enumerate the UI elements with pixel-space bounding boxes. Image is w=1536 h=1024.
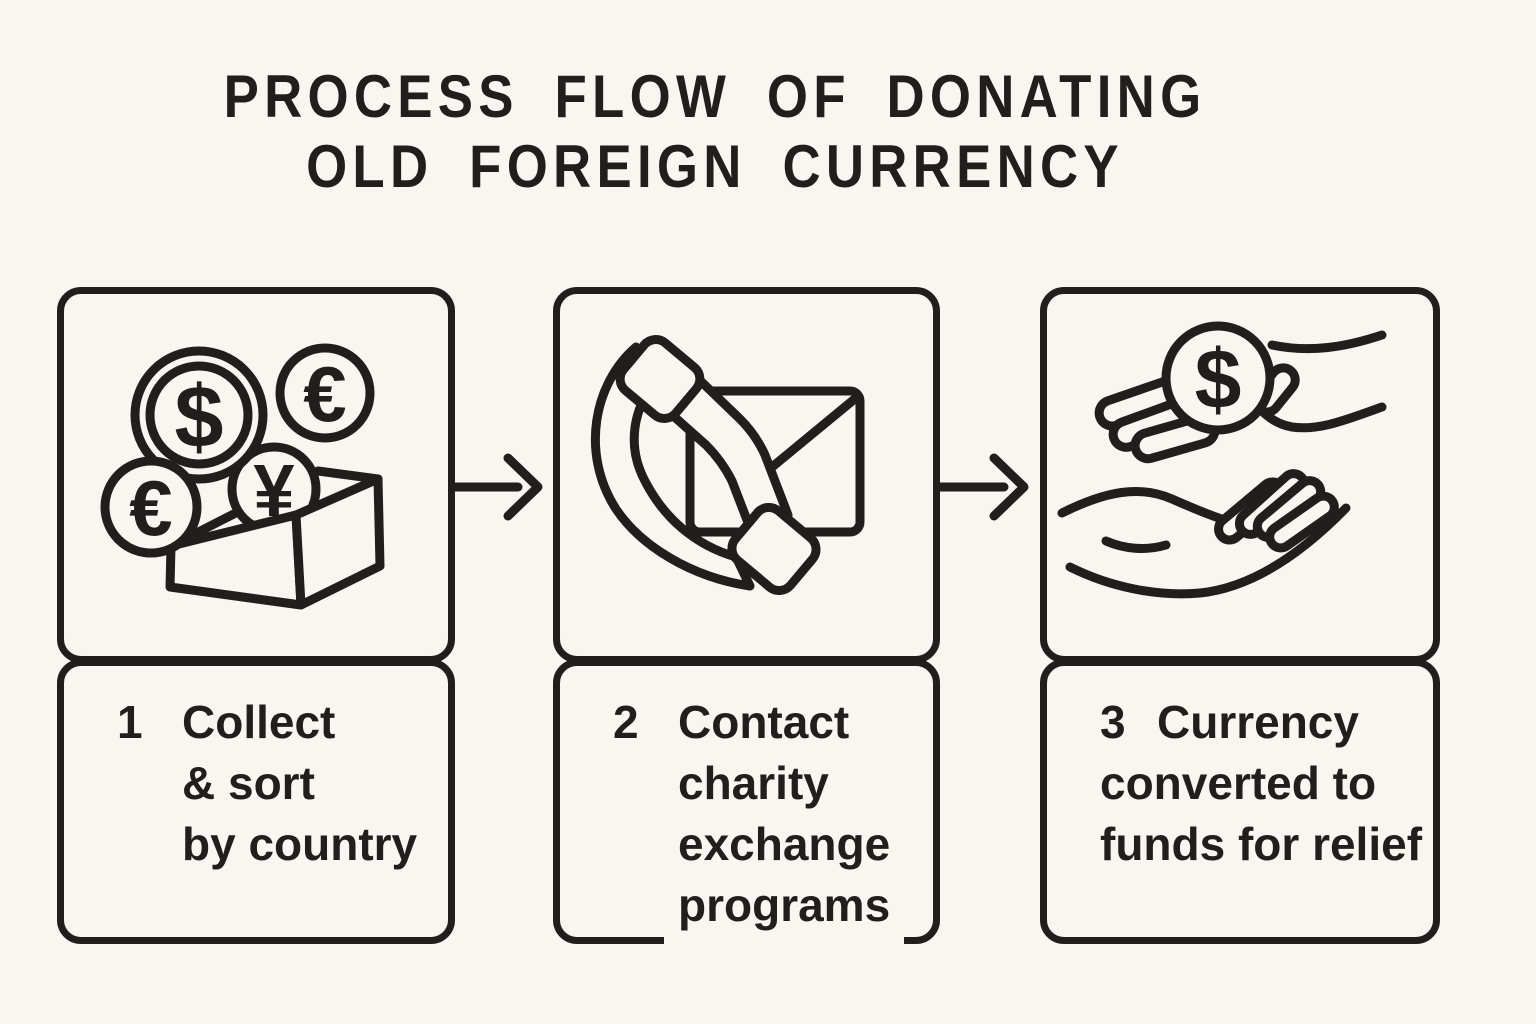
- euro-symbol: €: [303, 350, 346, 438]
- dollar-symbol: $: [1195, 332, 1242, 426]
- step-1-line: & sort: [182, 757, 315, 809]
- page-title-line1: PROCESS FLOW OF DONATING: [223, 63, 1207, 130]
- phone-envelope-icon: [591, 335, 865, 596]
- step-2-line: Contact: [678, 696, 850, 748]
- step-2-icon-panel: [553, 287, 940, 663]
- step-2-card: 2 Contact charity exchange programs: [553, 287, 940, 954]
- step-3-line: converted to: [1100, 757, 1377, 809]
- flow-arrow-icon: [935, 452, 1030, 527]
- step-2-line: charity: [678, 757, 829, 809]
- step-3-icon-panel: $: [1040, 287, 1440, 663]
- dollar-symbol: $: [175, 367, 224, 466]
- hands-coin-icon: $: [1057, 321, 1387, 599]
- step-2-line: exchange: [678, 818, 891, 870]
- step-1-icon-panel: ¥ $ € €: [57, 287, 455, 663]
- step-2-overflow-word: programs: [664, 875, 905, 954]
- step-3-number: 3: [1100, 696, 1126, 748]
- step-3-line: funds for relief: [1100, 818, 1423, 870]
- flow-arrow-icon: [449, 452, 544, 527]
- step-2-caption: 2 Contact charity exchange programs: [553, 659, 940, 954]
- step-1-line: Collect: [182, 696, 336, 748]
- coins-box-icon: ¥ $ € €: [100, 343, 385, 610]
- page-title: PROCESS FLOW OF DONATING OLD FOREIGN CUR…: [0, 62, 1430, 202]
- page-title-line2: OLD FOREIGN CURRENCY: [306, 133, 1124, 200]
- step-2-line: programs: [664, 875, 923, 954]
- step-1-card: ¥ $ € € 1 Collect & sort by country: [57, 287, 455, 944]
- euro-symbol: €: [129, 464, 172, 552]
- step-1-caption: 1 Collect & sort by country: [57, 659, 455, 944]
- step-2-number: 2: [613, 696, 639, 748]
- step-1-line: by country: [182, 818, 418, 870]
- step-1-number: 1: [117, 696, 143, 748]
